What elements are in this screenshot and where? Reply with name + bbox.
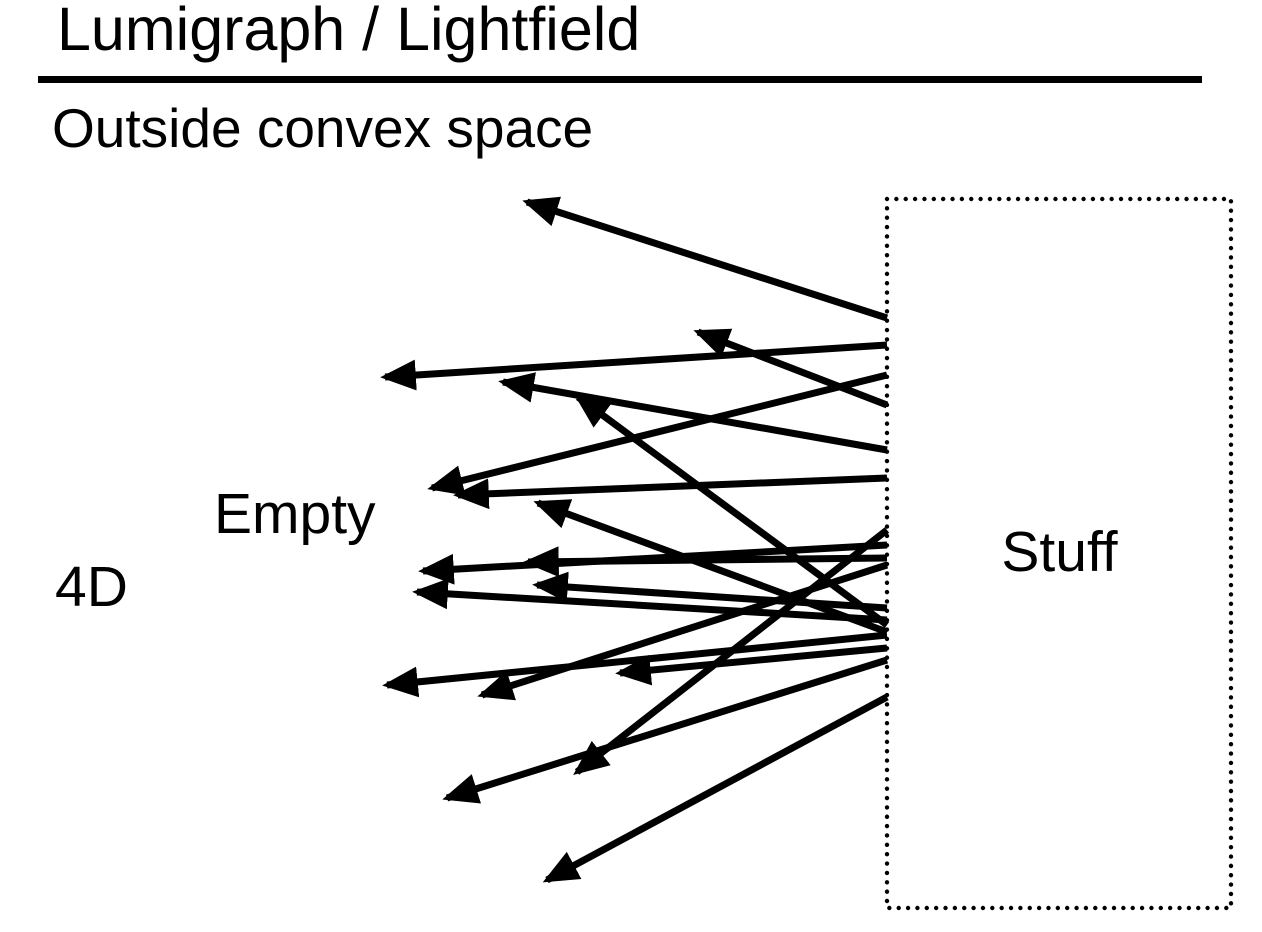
subtitle-outside-convex-space: Outside convex space (52, 97, 594, 159)
ray-arrow (574, 394, 890, 628)
ray-arrow (542, 693, 889, 884)
light-ray-arrows (380, 196, 890, 884)
ray-arrow (532, 571, 888, 612)
label-stuff-region: Stuff (1001, 520, 1118, 584)
ray-arrow (522, 196, 889, 322)
ray-arrow (573, 527, 890, 776)
ray-arrow (442, 656, 889, 804)
ray-arrow (453, 474, 888, 510)
ray-arrow (427, 371, 888, 496)
page-title: Lumigraph / Lightfield (57, 0, 641, 63)
ray-arrow (533, 499, 889, 636)
label-4d: 4D (55, 555, 128, 619)
stuff-region-dotted-box (884, 196, 1234, 911)
ray-arrow (380, 341, 888, 391)
label-empty-region: Empty (214, 482, 376, 546)
ray-arrow (523, 546, 888, 578)
ray-arrow (412, 578, 888, 624)
ray-arrow (693, 328, 889, 409)
ray-arrow (615, 644, 888, 686)
ray-arrow (498, 372, 888, 454)
title-underline (38, 76, 1202, 83)
